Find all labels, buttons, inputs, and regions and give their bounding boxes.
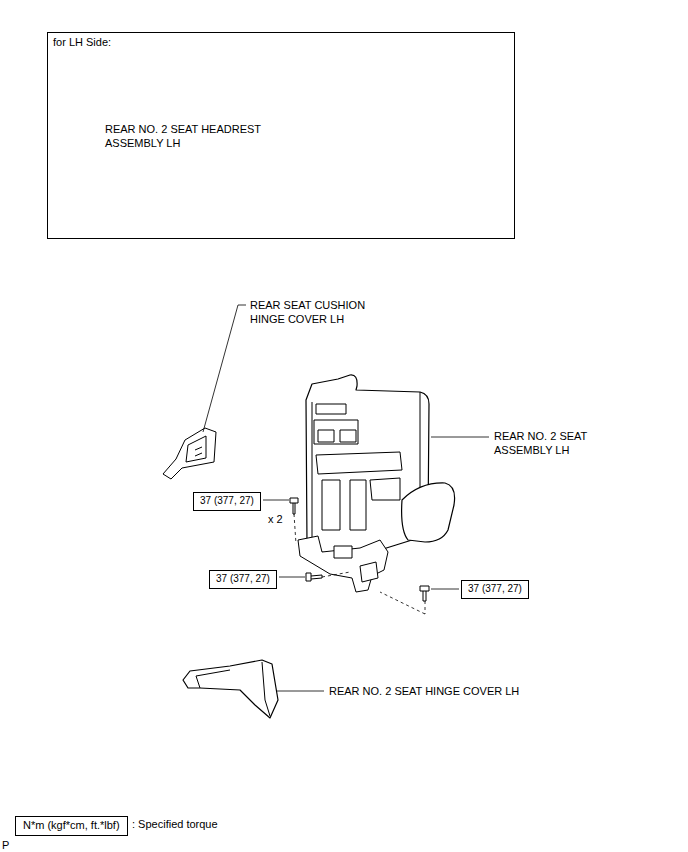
legend-box: N*m (kgf*cm, ft.*lbf) bbox=[15, 816, 128, 836]
torque-value: 37 (377, 27) bbox=[200, 495, 254, 508]
torque-box: 37 (377, 27) bbox=[461, 580, 529, 599]
cover-detail bbox=[196, 662, 270, 716]
quantity: x 2 bbox=[268, 512, 283, 526]
cover-detail bbox=[186, 436, 206, 462]
seat-panel bbox=[316, 404, 346, 414]
cushion-hinge-cover-drawing bbox=[163, 428, 216, 479]
leader-line bbox=[279, 577, 305, 578]
part-name: REAR NO. 2 SEAT HEADREST ASSEMBLY LH bbox=[105, 122, 295, 151]
group-heading: for LH Side: bbox=[53, 36, 509, 50]
install-line bbox=[322, 572, 350, 577]
part-name: REAR NO. 2 SEAT HINGE COVER LH bbox=[329, 684, 569, 698]
leader-line bbox=[277, 691, 324, 692]
leader-line bbox=[203, 305, 246, 432]
seat-panel bbox=[370, 478, 400, 500]
hinge-mechanism bbox=[298, 536, 388, 592]
bolt bbox=[306, 573, 322, 581]
install-line bbox=[294, 514, 296, 544]
seat-hinge-cover-drawing bbox=[183, 660, 278, 718]
torque-box: 37 (377, 27) bbox=[193, 492, 261, 511]
armrest-drawing bbox=[402, 483, 455, 542]
seat-panel bbox=[318, 430, 334, 442]
legend-note: : Specified torque bbox=[132, 817, 218, 831]
seat-strap bbox=[322, 480, 366, 530]
bolt bbox=[420, 586, 429, 601]
seat-panel bbox=[316, 452, 402, 474]
seat-panel bbox=[340, 430, 356, 442]
bolt bbox=[290, 498, 298, 514]
leader-line bbox=[431, 589, 459, 590]
hinge-part bbox=[334, 546, 352, 558]
install-line bbox=[380, 592, 425, 614]
leader-line bbox=[263, 500, 289, 501]
page-mark: P bbox=[2, 838, 9, 852]
leader-line bbox=[431, 437, 489, 438]
group-frame: for LH Side: bbox=[47, 32, 515, 239]
seat-panel bbox=[314, 420, 358, 444]
part-name: REAR NO. 2 SEAT ASSEMBLY LH bbox=[494, 429, 619, 458]
part-name: REAR SEAT CUSHION HINGE COVER LH bbox=[250, 298, 385, 327]
torque-value: N*m (kgf*cm, ft.*lbf) bbox=[23, 819, 120, 833]
hinge-part bbox=[360, 562, 378, 582]
torque-value: 37 (377, 27) bbox=[468, 583, 522, 596]
torque-value: 37 (377, 27) bbox=[216, 573, 270, 586]
torque-box: 37 (377, 27) bbox=[209, 570, 277, 589]
